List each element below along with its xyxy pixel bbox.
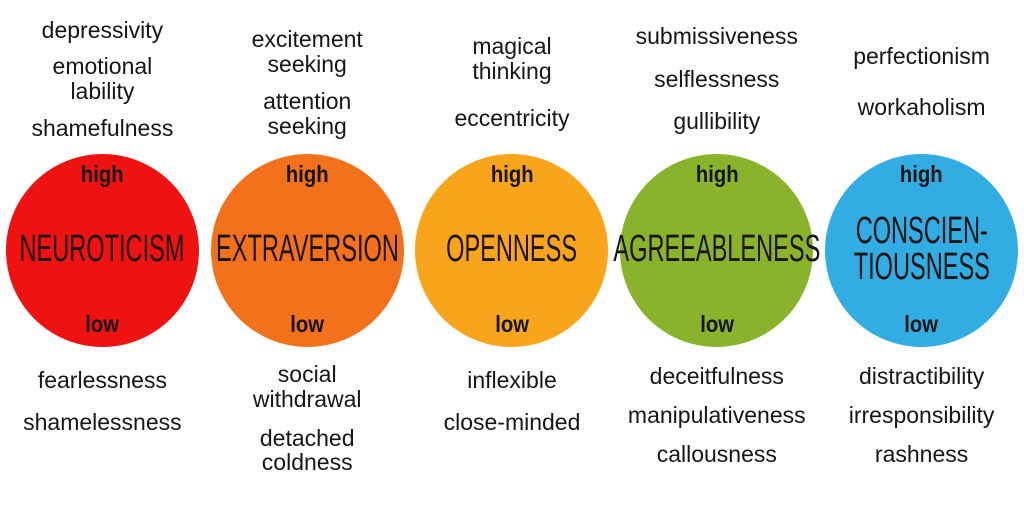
- trait-column-conscientiousness: perfectionism workaholism high CONSCIEN-…: [819, 0, 1024, 512]
- high-traits-list: submissiveness selflessness gullibility: [614, 0, 819, 152]
- low-label: low: [290, 310, 325, 337]
- high-trait-label: workaholism: [857, 93, 986, 120]
- trait-column-neuroticism: depressivity emotional lability shameful…: [0, 0, 205, 512]
- trait-name-box: OPENNESS: [406, 186, 617, 313]
- trait-name: AGREEABLENESS: [613, 227, 821, 270]
- high-trait-label: magical thinking: [472, 33, 552, 84]
- high-label: high: [81, 160, 124, 187]
- high-trait-label: excitement seeking: [251, 25, 363, 77]
- high-traits-list: excitement seeking attention seeking: [205, 0, 410, 152]
- low-trait-label: shamelessness: [23, 408, 182, 435]
- low-trait-label: inflexible: [467, 367, 557, 393]
- low-trait-label: deceitfulness: [649, 363, 784, 389]
- trait-name-box: CONSCIEN- TIOUSNESS: [812, 186, 1024, 313]
- high-trait-label: eccentricity: [454, 104, 570, 131]
- trait-name: NEUROTICISM: [19, 227, 185, 270]
- low-label: low: [904, 310, 939, 337]
- low-trait-label: rashness: [874, 440, 969, 467]
- high-label: high: [900, 160, 943, 187]
- trait-circle-conscientiousness: high CONSCIEN- TIOUSNESS low: [825, 153, 1019, 347]
- high-trait-label: emotional lability: [52, 53, 153, 104]
- high-traits-list: perfectionism workaholism: [819, 0, 1024, 152]
- trait-name: CONSCIEN- TIOUSNESS: [853, 209, 990, 288]
- trait-circle-neuroticism: high NEUROTICISM low: [5, 153, 199, 347]
- low-label: low: [699, 310, 734, 337]
- low-trait-label: social withdrawal: [252, 361, 362, 412]
- low-traits-list: social withdrawal detached coldness: [205, 348, 410, 512]
- high-trait-label: attention seeking: [263, 88, 352, 140]
- trait-name-box: AGREEABLENESS: [550, 186, 884, 313]
- high-trait-label: depressivity: [41, 16, 164, 43]
- trait-circle-openness: high OPENNESS low: [415, 153, 609, 347]
- low-trait-label: irresponsibility: [848, 401, 995, 428]
- low-traits-list: distractibility irresponsibility rashnes…: [819, 348, 1024, 512]
- trait-column-agreeableness: submissiveness selflessness gullibility …: [613, 0, 820, 512]
- high-traits-list: depressivity emotional lability shameful…: [0, 0, 205, 152]
- high-trait-label: perfectionism: [853, 43, 990, 69]
- high-label: high: [285, 160, 329, 187]
- circle-row: high OPENNESS low: [410, 152, 615, 348]
- circle-row: high NEUROTICISM low: [0, 152, 205, 348]
- low-trait-label: fearlessness: [37, 367, 167, 393]
- low-trait-label: distractibility: [858, 363, 985, 389]
- trait-column-openness: magical thinking eccentricity high OPENN…: [410, 0, 615, 512]
- high-trait-label: submissiveness: [635, 22, 798, 49]
- low-trait-label: detached coldness: [259, 424, 355, 476]
- trait-name: OPENNESS: [446, 227, 578, 270]
- high-label: high: [695, 160, 739, 187]
- low-label: low: [85, 310, 120, 337]
- low-trait-label: close-minded: [443, 408, 581, 435]
- high-trait-label: gullibility: [673, 108, 761, 135]
- high-trait-label: shamefulness: [31, 114, 174, 141]
- trait-name: EXTRAVERSION: [215, 227, 399, 270]
- high-traits-list: magical thinking eccentricity: [410, 0, 615, 152]
- low-trait-label: manipulativeness: [627, 401, 806, 428]
- low-trait-label: callousness: [656, 440, 777, 467]
- low-traits-list: deceitfulness manipulativeness callousne…: [614, 348, 819, 512]
- trait-column-extraversion: excitement seeking attention seeking hig…: [205, 0, 410, 512]
- low-traits-list: inflexible close-minded: [410, 348, 615, 512]
- high-trait-label: selflessness: [654, 65, 780, 92]
- high-label: high: [490, 160, 534, 187]
- circle-row: high CONSCIEN- TIOUSNESS low: [819, 152, 1024, 348]
- trait-name-box: EXTRAVERSION: [160, 186, 455, 313]
- trait-circle-extraversion: high EXTRAVERSION low: [210, 153, 404, 347]
- circle-row: high EXTRAVERSION low: [205, 152, 410, 348]
- trait-circle-agreeableness: high AGREEABLENESS low: [613, 153, 820, 347]
- trait-name-box: NEUROTICISM: [0, 186, 235, 313]
- low-traits-list: fearlessness shamelessness: [0, 348, 205, 512]
- low-label: low: [495, 310, 529, 337]
- circle-row: high AGREEABLENESS low: [613, 152, 820, 348]
